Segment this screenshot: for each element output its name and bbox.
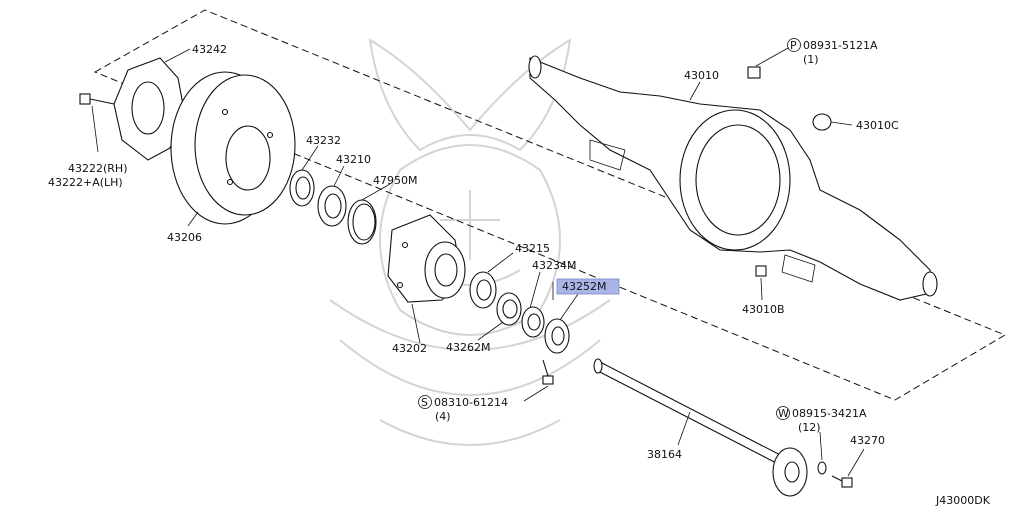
label-43222-rh[interactable]: 43222(RH): [68, 162, 128, 175]
leader-lines: [91, 47, 865, 477]
axle-housing-43010: [528, 55, 938, 301]
label-08931-group[interactable]: P 08931-5121A (1): [787, 38, 878, 67]
hub-43202: [387, 214, 466, 303]
label-43234m[interactable]: 43234M: [532, 259, 576, 272]
highlight-43252m: [556, 278, 620, 295]
plug-08931: [747, 66, 761, 79]
label-43270[interactable]: 43270: [850, 434, 885, 447]
p-marker-icon: [787, 38, 801, 52]
label-43252m[interactable]: 43252M: [562, 280, 606, 293]
label-43242[interactable]: 43242: [192, 43, 227, 56]
sensor-ring-47950m: [347, 199, 377, 245]
bolt-43222: [79, 93, 115, 105]
bearing-43215: [469, 271, 497, 309]
bolt-43270: [831, 475, 853, 488]
label-43010[interactable]: 43010: [684, 69, 719, 82]
washer-08915: [817, 461, 827, 475]
label-08915: 08915-3421A: [792, 407, 867, 420]
spacer-43262m: [496, 292, 522, 326]
label-08310: 08310-61214: [434, 396, 508, 409]
lock-washer-43234m: [521, 306, 545, 338]
breather-43010c: [812, 113, 832, 131]
screw-08310: [542, 359, 554, 385]
label-43010c[interactable]: 43010C: [856, 119, 899, 132]
label-08915-group[interactable]: W 08915-3421A (12): [776, 406, 867, 435]
label-08915-qty: (12): [798, 421, 821, 434]
oil-seal-43232: [289, 169, 315, 207]
label-43206[interactable]: 43206: [167, 231, 202, 244]
label-43222-lh[interactable]: 43222+A(LH): [48, 176, 123, 189]
w-marker-letter: W: [778, 407, 789, 420]
brake-drum-43206: [170, 71, 296, 225]
label-08310-qty: (4): [435, 410, 451, 423]
label-38164[interactable]: 38164: [647, 448, 682, 461]
label-43210[interactable]: 43210: [336, 153, 371, 166]
label-43202[interactable]: 43202: [392, 342, 427, 355]
diagram-code: J43000DK: [935, 494, 991, 507]
label-08931: 08931-5121A: [803, 39, 878, 52]
s-marker-icon: [418, 395, 432, 409]
lock-nut-43252m: [544, 318, 570, 354]
w-marker-icon: [776, 406, 790, 420]
s-marker-letter: S: [421, 396, 428, 409]
label-43262m[interactable]: 43262M: [446, 341, 490, 354]
label-47950m[interactable]: 47950M: [373, 174, 417, 187]
label-08931-qty: (1): [803, 53, 819, 66]
drain-plug-43010b: [755, 265, 767, 277]
label-43215[interactable]: 43215: [515, 242, 550, 255]
p-marker-letter: P: [790, 39, 797, 52]
backing-plate-43242: [113, 57, 185, 161]
label-43232[interactable]: 43232: [306, 134, 341, 147]
axle-shaft-38164: [593, 358, 808, 497]
label-08310-group[interactable]: S 08310-61214 (4): [418, 395, 508, 424]
bearing-43210: [317, 185, 347, 227]
label-43010b[interactable]: 43010B: [742, 303, 785, 316]
